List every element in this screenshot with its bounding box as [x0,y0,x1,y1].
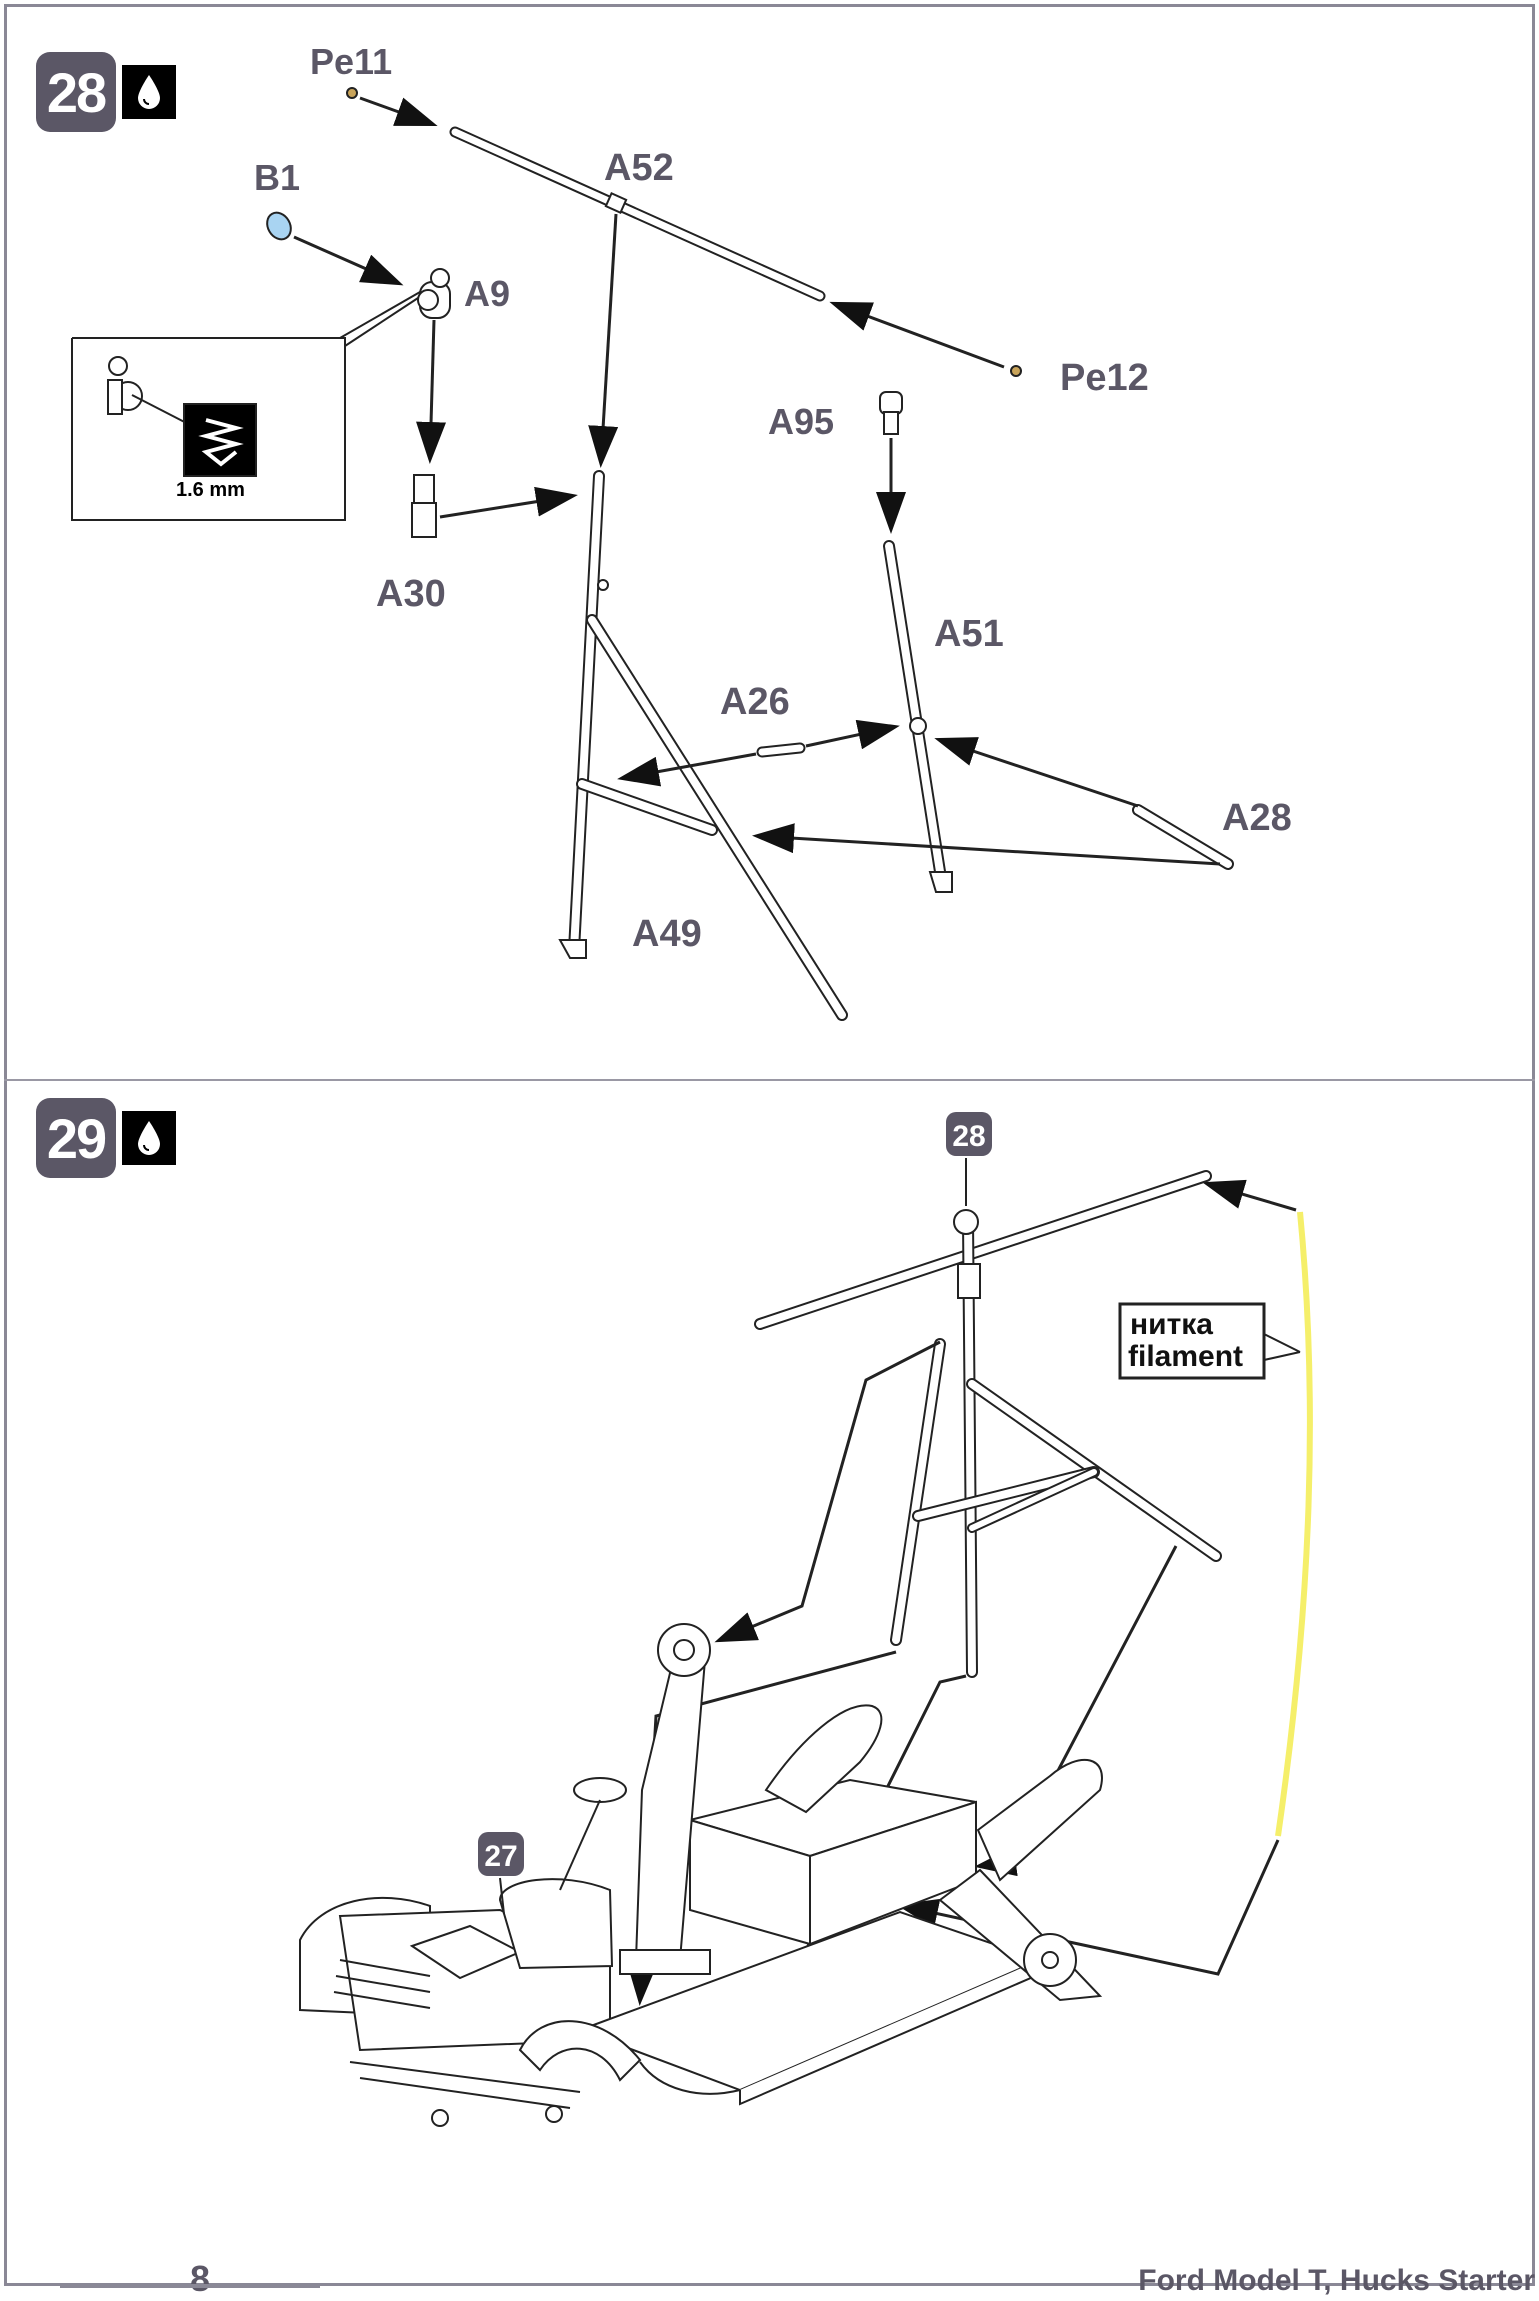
document-title: Ford Model T, Hucks Starter [1138,2264,1535,2297]
footer-rule [60,2284,320,2288]
part-a26 [756,742,806,758]
car-model [299,1623,1103,2127]
part-b1 [266,211,292,241]
step-divider [4,1079,1535,1081]
part-pe12 [1010,365,1022,377]
callout-27-label: 27 [484,1840,517,1873]
step-28-badge: 28 [36,52,176,132]
callout-28-badge [946,1112,992,1156]
step-28-diagram [71,87,1234,1021]
filament-label-ru: нитка [1130,1308,1213,1341]
filament-label-box [1118,1302,1266,1380]
label-a26: A26 [720,681,790,723]
step-number: 28 [36,52,116,132]
part-a9 [417,268,451,319]
callout-27-badge [478,1832,524,1876]
label-a30: A30 [376,573,446,615]
label-pe11: Pe11 [310,41,392,82]
part-a52-crossbar [449,126,826,302]
step-number: 29 [36,1098,116,1178]
glue-drop-icon [122,65,176,119]
page-number: 8 [190,2258,211,2299]
part-a95 [879,391,903,435]
label-a9: A9 [464,273,510,314]
label-a51: A51 [934,613,1004,655]
part-a51 [883,540,953,893]
part-a30 [411,474,437,538]
label-a95: A95 [768,401,834,442]
label-a52: A52 [604,147,674,189]
step-29-diagram [299,1112,1313,2127]
page-frame [4,4,1535,2286]
label-a49: A49 [632,913,702,955]
label-a28: A28 [1222,797,1292,839]
part-a28 [1132,804,1234,870]
part-pe11 [346,87,358,99]
part-a49-frame [558,470,848,1021]
label-pe12: Pe12 [1060,357,1149,399]
callout-28-label: 28 [952,1120,985,1153]
filament-label-en: filament [1128,1340,1243,1373]
glue-drop-icon [122,1111,176,1165]
filament-line [1275,1211,1313,1837]
label-b1: B1 [254,157,300,198]
drill-detail-box [71,291,421,521]
step-29-badge: 29 [36,1098,176,1178]
label-drill-size: 1.6 mm [176,479,245,501]
